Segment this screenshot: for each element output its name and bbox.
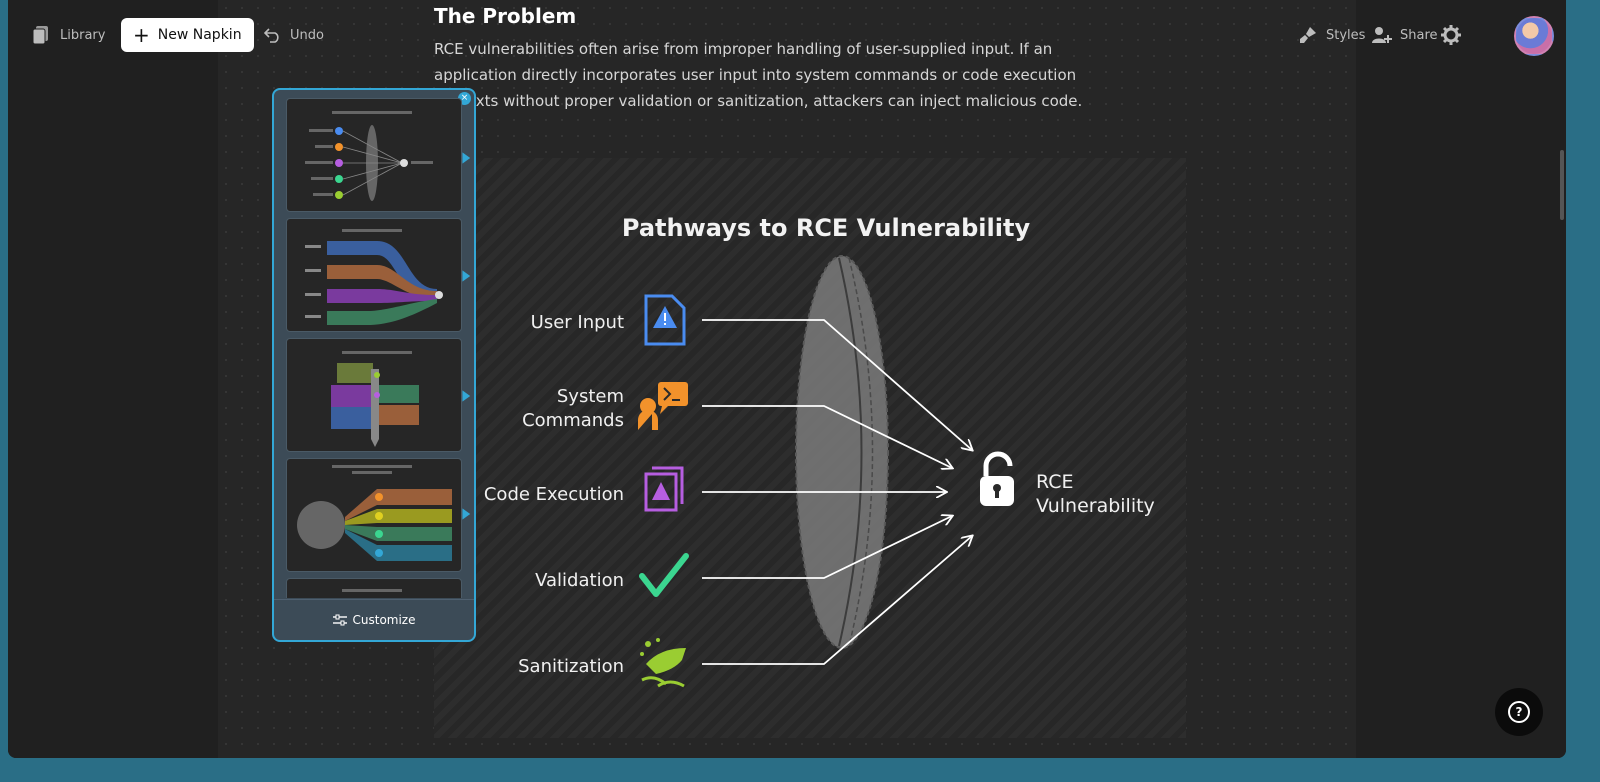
stacked-warning-icon: [644, 466, 684, 512]
napkin-diagram[interactable]: Pathways to RCE Vulnerability User Input…: [434, 158, 1186, 738]
paintbrush-icon: [1300, 27, 1316, 43]
visual-templates-panel: ×: [272, 88, 476, 642]
share-button[interactable]: Share: [1372, 18, 1438, 52]
undo-button[interactable]: Undo: [264, 18, 324, 52]
template-thumbnail-more[interactable]: [286, 578, 462, 598]
library-button[interactable]: Library: [32, 18, 105, 52]
diagram-svg: Pathways to RCE Vulnerability User Input…: [484, 214, 1155, 688]
add-person-icon: [1372, 27, 1392, 43]
template-thumbnail-ribbons[interactable]: [286, 218, 462, 332]
template-list[interactable]: [286, 98, 462, 598]
diagram-title: Pathways to RCE Vulnerability: [622, 214, 1031, 242]
person-terminal-icon: [638, 382, 688, 430]
app-window: Library + New Napkin Undo Styles Share: [8, 0, 1566, 758]
left-gutter: [8, 0, 218, 758]
undo-icon: [264, 28, 279, 43]
input-label-code-execution: Code Execution: [484, 484, 624, 505]
template-thumbnail-pencil[interactable]: [286, 338, 462, 452]
sliders-icon: [332, 614, 347, 626]
settings-button[interactable]: [1440, 18, 1462, 52]
connector-lines: [702, 319, 972, 665]
input-label-user-input: User Input: [531, 312, 624, 333]
section-paragraph: RCE vulnerabilities often arise from imp…: [434, 40, 1083, 110]
document-warning-icon: [644, 294, 686, 346]
cleaning-hand-icon: [640, 638, 686, 688]
checkmark-icon: [639, 553, 689, 597]
question-mark-icon: ?: [1508, 701, 1530, 723]
share-label: Share: [1400, 27, 1438, 43]
customize-button[interactable]: Customize: [274, 599, 474, 640]
thumbnail-arrow-icon[interactable]: [462, 390, 471, 402]
thumbnail-arrow-icon[interactable]: [462, 270, 471, 282]
input-label-sanitization: Sanitization: [518, 656, 624, 677]
template-thumbnail-funnel[interactable]: [286, 98, 462, 212]
template-thumbnail-fan[interactable]: [286, 458, 462, 572]
new-napkin-button[interactable]: + New Napkin: [121, 18, 254, 52]
library-icon: [32, 26, 48, 45]
customize-label: Customize: [352, 613, 416, 627]
section-heading: The Problem: [434, 4, 577, 28]
padlock-open-icon: [980, 451, 1014, 506]
right-gutter: [1356, 0, 1566, 758]
library-label: Library: [60, 27, 106, 43]
input-label-validation: Validation: [535, 570, 624, 591]
help-button[interactable]: ?: [1495, 688, 1543, 736]
gear-icon: [1441, 25, 1461, 45]
undo-label: Undo: [290, 27, 324, 43]
new-napkin-label: New Napkin: [157, 27, 242, 43]
thumbnail-arrow-icon[interactable]: [462, 152, 471, 164]
thumbnail-arrow-icon[interactable]: [462, 508, 471, 520]
plus-icon: +: [133, 23, 150, 47]
styles-label: Styles: [1326, 27, 1366, 43]
user-avatar[interactable]: [1514, 16, 1554, 56]
vertical-scrollbar[interactable]: [1560, 150, 1564, 220]
filter-lens: [795, 255, 889, 649]
styles-button[interactable]: Styles: [1298, 18, 1365, 52]
